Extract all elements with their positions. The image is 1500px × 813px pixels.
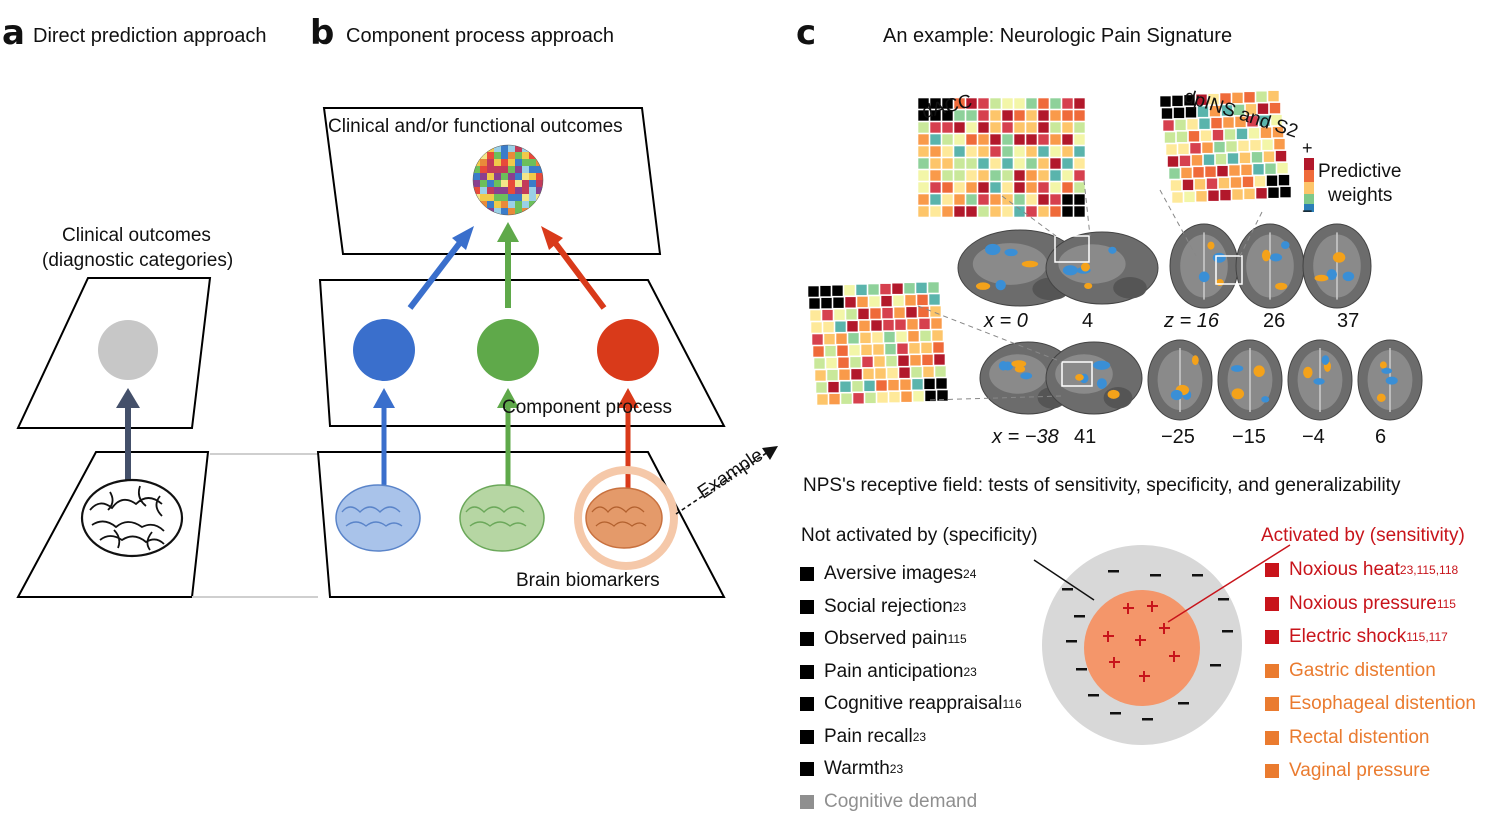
clinical-functional-outcomes-label: Clinical and/or functional outcomes <box>328 116 623 137</box>
not-activated-label: Pain anticipation <box>824 660 964 682</box>
component-circle-green <box>477 319 539 381</box>
activated-item: Rectal distention <box>1265 727 1429 749</box>
clinical-outcome-circle <box>98 320 158 380</box>
panel-c-title: An example: Neurologic Pain Signature <box>883 25 1233 47</box>
list-bullet-square <box>1265 730 1279 745</box>
coord-z-25: −25 <box>1161 426 1195 448</box>
receptive-field-diagram <box>1033 544 1291 745</box>
activated-label: Noxious pressure <box>1289 592 1437 614</box>
heatmap-lower <box>807 281 949 406</box>
activated-item: Gastric distention <box>1265 660 1436 682</box>
list-bullet-square <box>800 697 814 711</box>
coord-z16: z = 16 <box>1164 310 1220 332</box>
activated-title: Activated by (sensitivity) <box>1261 525 1465 546</box>
not-activated-label: Aversive images <box>824 563 964 584</box>
not-activated-label: Social rejection <box>824 595 953 617</box>
activated-label: Rectal distention <box>1289 726 1430 748</box>
list-bullet-square <box>1265 596 1279 611</box>
panel-c-letter: c <box>796 13 817 53</box>
list-bullet-square <box>1265 630 1279 644</box>
list-bullet-square <box>800 762 814 776</box>
list-bullet-square <box>800 664 814 679</box>
colorbar-plus: + <box>1302 138 1313 158</box>
activated-item: Vaginal pressure <box>1265 760 1430 782</box>
coord-x4: 4 <box>1082 310 1094 332</box>
colorbar-minus: − <box>1302 201 1313 221</box>
diagnostic-categories-label: (diagnostic categories) <box>42 250 234 271</box>
example-arrow <box>675 451 769 515</box>
component-process-label: Component process <box>502 397 673 418</box>
activated-label: Electric shock <box>1289 626 1407 647</box>
coord-x-38: x = −38 <box>992 426 1059 448</box>
coord-z26: 26 <box>1263 310 1286 332</box>
brain-b-orange-icon <box>574 466 678 570</box>
clinical-outcomes-label: Clinical outcomes <box>62 225 211 246</box>
coord-z-4: −4 <box>1302 426 1325 448</box>
brain-b-blue-icon <box>335 484 421 552</box>
not-activated-title: Not activated by (specificity) <box>801 525 1038 546</box>
predictive-weights-colorbar <box>1304 158 1314 212</box>
arrow-a-head <box>116 388 140 408</box>
coord-x0: x = 0 <box>984 310 1028 332</box>
not-activated-label: Cognitive demand <box>824 790 978 812</box>
panel-b-title: Component process approach <box>346 25 614 47</box>
coord-x41: 41 <box>1074 426 1097 448</box>
activated-label: Esophageal distention <box>1289 693 1476 714</box>
list-bullet-square <box>1265 563 1279 577</box>
component-circle-red <box>597 319 659 381</box>
panel-b-letter: b <box>310 13 335 53</box>
receptive-field-title: NPS's receptive field: tests of sensitiv… <box>803 475 1401 496</box>
coord-z37: 37 <box>1337 310 1360 332</box>
not-activated-label: Observed pain <box>824 628 948 649</box>
not-activated-label: Warmth <box>824 758 890 779</box>
panel-a-letter: a <box>2 13 25 53</box>
weights-label: weights <box>1328 185 1393 206</box>
list-bullet-square <box>1265 697 1279 711</box>
component-circle-blue <box>353 319 415 381</box>
list-bullet-square <box>800 729 814 744</box>
coord-z-15: −15 <box>1232 426 1266 448</box>
coord-z6: 6 <box>1375 426 1387 448</box>
brain-slices <box>957 223 1423 421</box>
list-bullet-square <box>800 794 814 809</box>
activated-label: Noxious heat <box>1289 559 1400 580</box>
panel-a-title: Direct prediction approach <box>33 25 267 47</box>
not-activated-label: Cognitive reappraisal <box>824 693 1003 714</box>
brain-biomarkers-label: Brain biomarkers <box>516 570 660 591</box>
activated-label: Vaginal pressure <box>1289 760 1431 781</box>
not-activated-item: Cognitive demand <box>800 791 977 813</box>
inner-field-circle <box>1084 590 1200 706</box>
activated-label: Gastric distention <box>1289 659 1436 681</box>
list-bullet-square <box>800 567 814 581</box>
activated-item: Esophageal distention <box>1265 693 1476 715</box>
list-bullet-square <box>800 599 814 614</box>
list-bullet-square <box>1265 663 1279 678</box>
heatmap-dacc <box>917 97 1086 218</box>
brain-a-icon <box>80 478 184 558</box>
not-activated-label: Pain recall <box>824 725 913 747</box>
predictive-label: Predictive <box>1318 161 1402 182</box>
brain-b-green-icon <box>459 484 545 552</box>
list-bullet-square <box>1265 764 1279 778</box>
heatmap-dpins <box>1159 90 1292 204</box>
list-bullet-square <box>800 632 814 646</box>
